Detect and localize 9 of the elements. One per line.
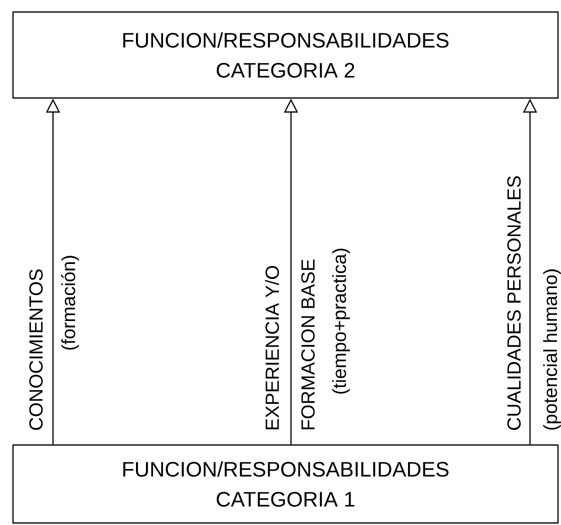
arrow-note: FORMACION BASE: [301, 260, 315, 430]
edge-label: CUALIDADES PERSONALES: [506, 174, 522, 432]
arrow-note: (potencial humano): [543, 269, 561, 430]
edge-label: EXPERIENCIA Y/O: [264, 264, 280, 432]
arrow-note: (tiempo+practica): [332, 248, 350, 394]
category-box: FUNCION/RESPONSABILIDADES CATEGORIA 2: [12, 11, 559, 99]
edge-label: CONOCIMIENTOS: [28, 268, 44, 432]
category-box: FUNCION/RESPONSABILIDADES CATEGORIA 1: [12, 444, 559, 524]
arrow-note: (formación): [61, 256, 79, 350]
